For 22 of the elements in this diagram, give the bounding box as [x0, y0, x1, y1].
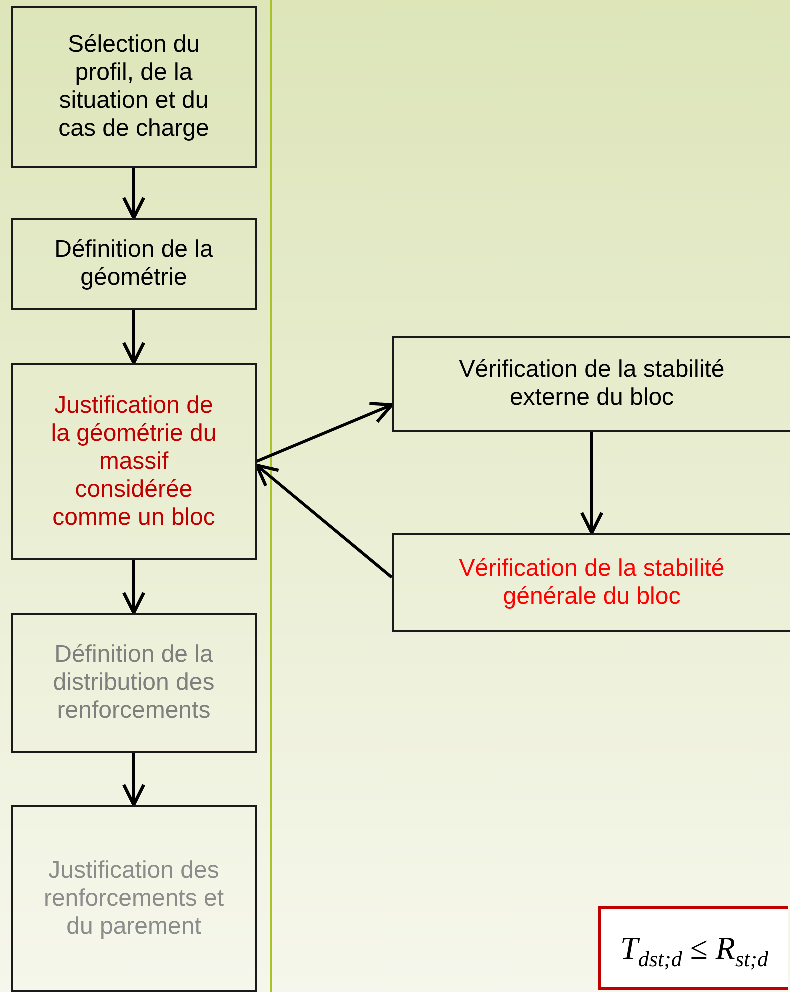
- box-text: Justification de la géométrie du massif considérée comme un bloc: [50, 392, 218, 532]
- process-box: [11, 613, 257, 753]
- arrow: [580, 432, 604, 535]
- process-box: [11, 805, 257, 992]
- box-text: Vérification de la stabilité externe du bloc: [458, 356, 726, 412]
- arrow: [255, 464, 393, 579]
- arrow: [122, 168, 146, 220]
- process-box: [392, 336, 790, 432]
- process-box: [11, 6, 257, 168]
- arrow: [122, 560, 146, 615]
- arrow: [122, 310, 146, 365]
- box-text: Justification des renforcements et du parement: [42, 856, 226, 940]
- arrow: [256, 402, 394, 463]
- box-text: Sélection du profil, de la situation et du cas de charge: [58, 31, 210, 143]
- formula: T$_{dst;d}$ ≤ R$_{st;d}$: [598, 906, 788, 990]
- arrow: [122, 753, 146, 807]
- box-text: Définition de la distribution des renforcements: [52, 641, 216, 725]
- box-text: Définition de la géométrie: [54, 236, 214, 292]
- process-box: [392, 533, 790, 632]
- box-text: Vérification de la stabilité générale du bloc: [458, 554, 726, 610]
- process-box: [11, 218, 257, 310]
- process-box: [11, 363, 257, 560]
